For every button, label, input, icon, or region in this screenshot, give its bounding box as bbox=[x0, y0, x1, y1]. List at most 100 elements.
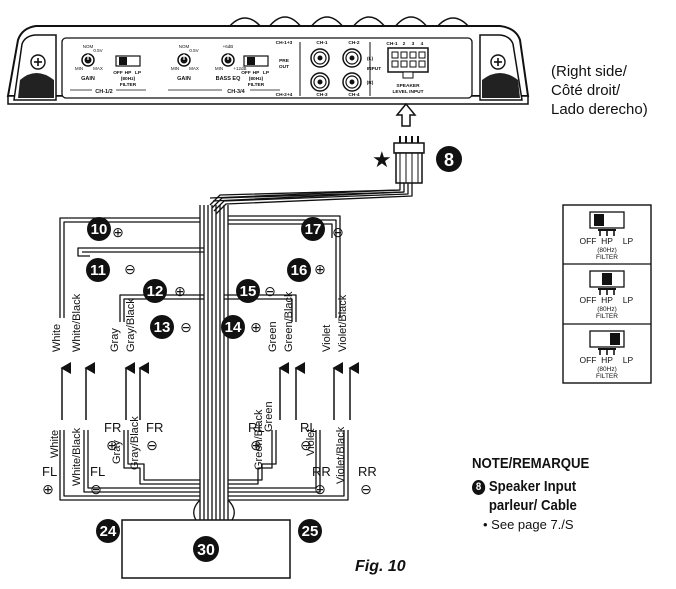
callout-17: 17 bbox=[301, 217, 325, 241]
svg-text:(80Hz): (80Hz) bbox=[597, 306, 617, 313]
rca-jack-icon bbox=[342, 72, 362, 92]
knob-tick-05v: 0.5V bbox=[189, 48, 198, 53]
callout-16: 16 bbox=[287, 258, 311, 282]
pin-label-4: 4 bbox=[421, 41, 424, 47]
wire-label-gray: Gray bbox=[109, 328, 121, 352]
rca-label-ch2: CH-2 bbox=[348, 40, 360, 46]
filter-label: FILTER bbox=[120, 82, 137, 88]
wire-label-gray: Gray bbox=[111, 440, 123, 464]
speaker-input-label: LEVEL INPUT bbox=[392, 89, 423, 95]
svg-text:HP: HP bbox=[601, 236, 613, 246]
rca-label-ch24: CH-2+4 bbox=[276, 92, 293, 98]
switch-hp: HP bbox=[125, 70, 132, 76]
screw-icon bbox=[30, 54, 46, 70]
callout-10: 10 bbox=[87, 217, 111, 241]
switch-lp: LP bbox=[135, 70, 142, 76]
switch-lp: LP bbox=[263, 70, 270, 76]
knob-tick-nom: NOM bbox=[179, 44, 190, 49]
input-label-r: (R) bbox=[367, 80, 374, 86]
switch-off: OFF bbox=[241, 70, 251, 76]
callout-13: 13 bbox=[150, 315, 174, 339]
svg-text:OFF: OFF bbox=[580, 295, 597, 305]
svg-text:FILTER: FILTER bbox=[596, 373, 618, 380]
channel-label-rl: RL bbox=[300, 420, 317, 435]
bass-tick-12db: +12dB bbox=[233, 66, 246, 71]
filter-switch-off: OFF HP LP (80Hz) FILTER bbox=[580, 211, 634, 261]
channel-label-fl: FL bbox=[90, 464, 105, 479]
svg-text:25: 25 bbox=[302, 523, 319, 540]
plus-icon: ⊕ bbox=[112, 224, 124, 240]
svg-text:14: 14 bbox=[225, 319, 242, 336]
input-label: INPUT bbox=[367, 66, 381, 72]
note-item: 8 Speaker Input parleur/ Cable bbox=[472, 477, 577, 515]
gain-knob-icon bbox=[81, 53, 95, 67]
svg-text:LP: LP bbox=[623, 355, 634, 365]
pin-label-2: 2 bbox=[403, 41, 406, 47]
wire-label-violet: Violet bbox=[305, 429, 317, 456]
pre-out-label: OUT bbox=[279, 64, 289, 70]
group-label-ch12: CH-1/2 bbox=[95, 89, 112, 95]
knob-tick-nom: NOM bbox=[83, 44, 94, 49]
minus-icon: ⊖ bbox=[180, 319, 192, 335]
wire-label-violet: Violet bbox=[321, 325, 333, 352]
plus-icon: ⊕ bbox=[250, 319, 262, 335]
minus-icon: ⊖ bbox=[264, 283, 276, 299]
callout-8: 8 bbox=[436, 146, 462, 172]
rca-label-ch1: CH-1 bbox=[316, 40, 328, 46]
wire-label-green: Green bbox=[263, 401, 275, 432]
channel-label-fl: FL bbox=[42, 464, 57, 479]
wire-label-green-black: Green/Black bbox=[283, 291, 295, 352]
rca-label-ch4: CH-4 bbox=[348, 92, 360, 98]
switch-hp: HP bbox=[253, 70, 260, 76]
side-note: (Right side/ Côté droit/ Lado derecho) bbox=[551, 62, 676, 119]
svg-text:12: 12 bbox=[147, 283, 164, 300]
filter-label: FILTER bbox=[248, 82, 265, 88]
plus-icon: ⊕ bbox=[314, 481, 326, 497]
svg-text:(80Hz): (80Hz) bbox=[597, 247, 617, 254]
wire-label-violet-black: Violet/Black bbox=[337, 294, 349, 352]
channel-label-rr: RR bbox=[358, 464, 377, 479]
filter-switch-hp: OFF HP LP (80Hz) FILTER bbox=[580, 270, 634, 320]
minus-icon: ⊖ bbox=[360, 481, 372, 497]
figure-label: Fig. 10 bbox=[355, 558, 406, 575]
note-item-line: Speaker Input bbox=[488, 478, 577, 495]
side-note-line: Lado derecho) bbox=[551, 101, 648, 118]
filter-freq: (80Hz) bbox=[249, 76, 264, 82]
group-label-ch34: CH-3/4 bbox=[227, 89, 245, 95]
bass-tick-min: MIN bbox=[215, 66, 223, 71]
rca-label-ch13: CH-1+3 bbox=[276, 40, 293, 46]
plus-icon: ⊕ bbox=[314, 261, 326, 277]
channel-label-rr: RR bbox=[312, 464, 331, 479]
callout-25: 25 bbox=[298, 519, 322, 543]
svg-text:OFF: OFF bbox=[580, 355, 597, 365]
svg-text:17: 17 bbox=[305, 221, 322, 238]
wire-label-gray-black: Gray/Black bbox=[129, 416, 141, 470]
channel-label-rl: RL bbox=[248, 420, 265, 435]
star-marker: ★ bbox=[372, 147, 392, 172]
pin-label-3: 3 bbox=[412, 41, 415, 47]
svg-text:30: 30 bbox=[197, 542, 215, 559]
filter-switch-lp: OFF HP LP (80Hz) FILTER bbox=[580, 330, 634, 380]
side-note-line: (Right side/ bbox=[551, 63, 627, 80]
svg-text:FILTER: FILTER bbox=[596, 254, 618, 261]
channel-label-fr: FR bbox=[146, 420, 163, 435]
svg-text:16: 16 bbox=[291, 262, 308, 279]
callout-12: 12 bbox=[143, 279, 167, 303]
wire-label-green: Green bbox=[267, 321, 279, 352]
svg-text:LP: LP bbox=[623, 295, 634, 305]
wire-label-green-black: Green/Black bbox=[253, 409, 265, 470]
svg-text:15: 15 bbox=[240, 283, 257, 300]
callout-15: 15 bbox=[236, 279, 260, 303]
input-label-l: (L) bbox=[367, 56, 374, 62]
svg-text:13: 13 bbox=[154, 319, 171, 336]
plus-icon: ⊕ bbox=[42, 481, 54, 497]
minus-icon: ⊖ bbox=[124, 261, 136, 277]
svg-text:10: 10 bbox=[91, 221, 108, 238]
channel-label-fr: FR bbox=[104, 420, 121, 435]
bass-tick-6db: +6dB bbox=[223, 44, 234, 49]
speaker-input-connector-icon bbox=[387, 47, 429, 79]
filter-switch-icon bbox=[115, 55, 141, 67]
knob-tick-max: MAX bbox=[189, 66, 199, 71]
filter-switch-icon bbox=[243, 55, 269, 67]
plus-icon: ⊕ bbox=[174, 283, 186, 299]
